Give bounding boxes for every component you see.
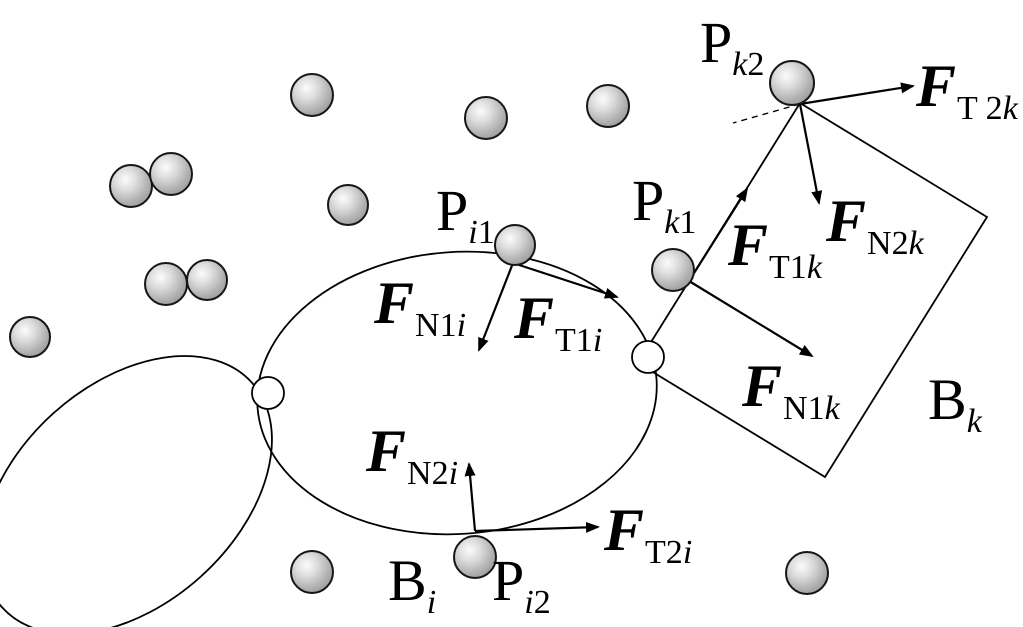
joint-circle-left (251, 376, 285, 410)
joint-circle-right (631, 340, 665, 374)
F-T1k-arrow (688, 187, 749, 282)
particle (144, 262, 188, 306)
F-T2k-arrow (799, 82, 915, 106)
particle (464, 96, 508, 140)
particle-P-k2 (769, 60, 815, 106)
F-N1k-arrow (688, 280, 814, 358)
F-N1i-arrow (477, 262, 515, 352)
particle-P-i2 (453, 535, 497, 579)
particle (109, 164, 153, 208)
particle (290, 550, 334, 594)
particle (9, 316, 51, 358)
F-N2i-arrow (464, 462, 477, 532)
particle (327, 184, 369, 226)
F-T1i-arrow (512, 261, 619, 299)
body-left-ellipse (0, 355, 273, 627)
particle-P-k1 (651, 248, 695, 292)
particle (785, 551, 829, 595)
particle (186, 259, 228, 301)
F-N2k-arrow (798, 103, 823, 205)
particle-P-i1 (494, 224, 536, 266)
particle (149, 152, 193, 196)
tangent-dashed-line (732, 103, 801, 124)
F-T2i-arrow (474, 521, 600, 533)
body-Bi-ellipse (256, 250, 658, 536)
particle (586, 84, 630, 128)
particle (290, 73, 334, 117)
body-Bk-rectangle (636, 101, 989, 479)
